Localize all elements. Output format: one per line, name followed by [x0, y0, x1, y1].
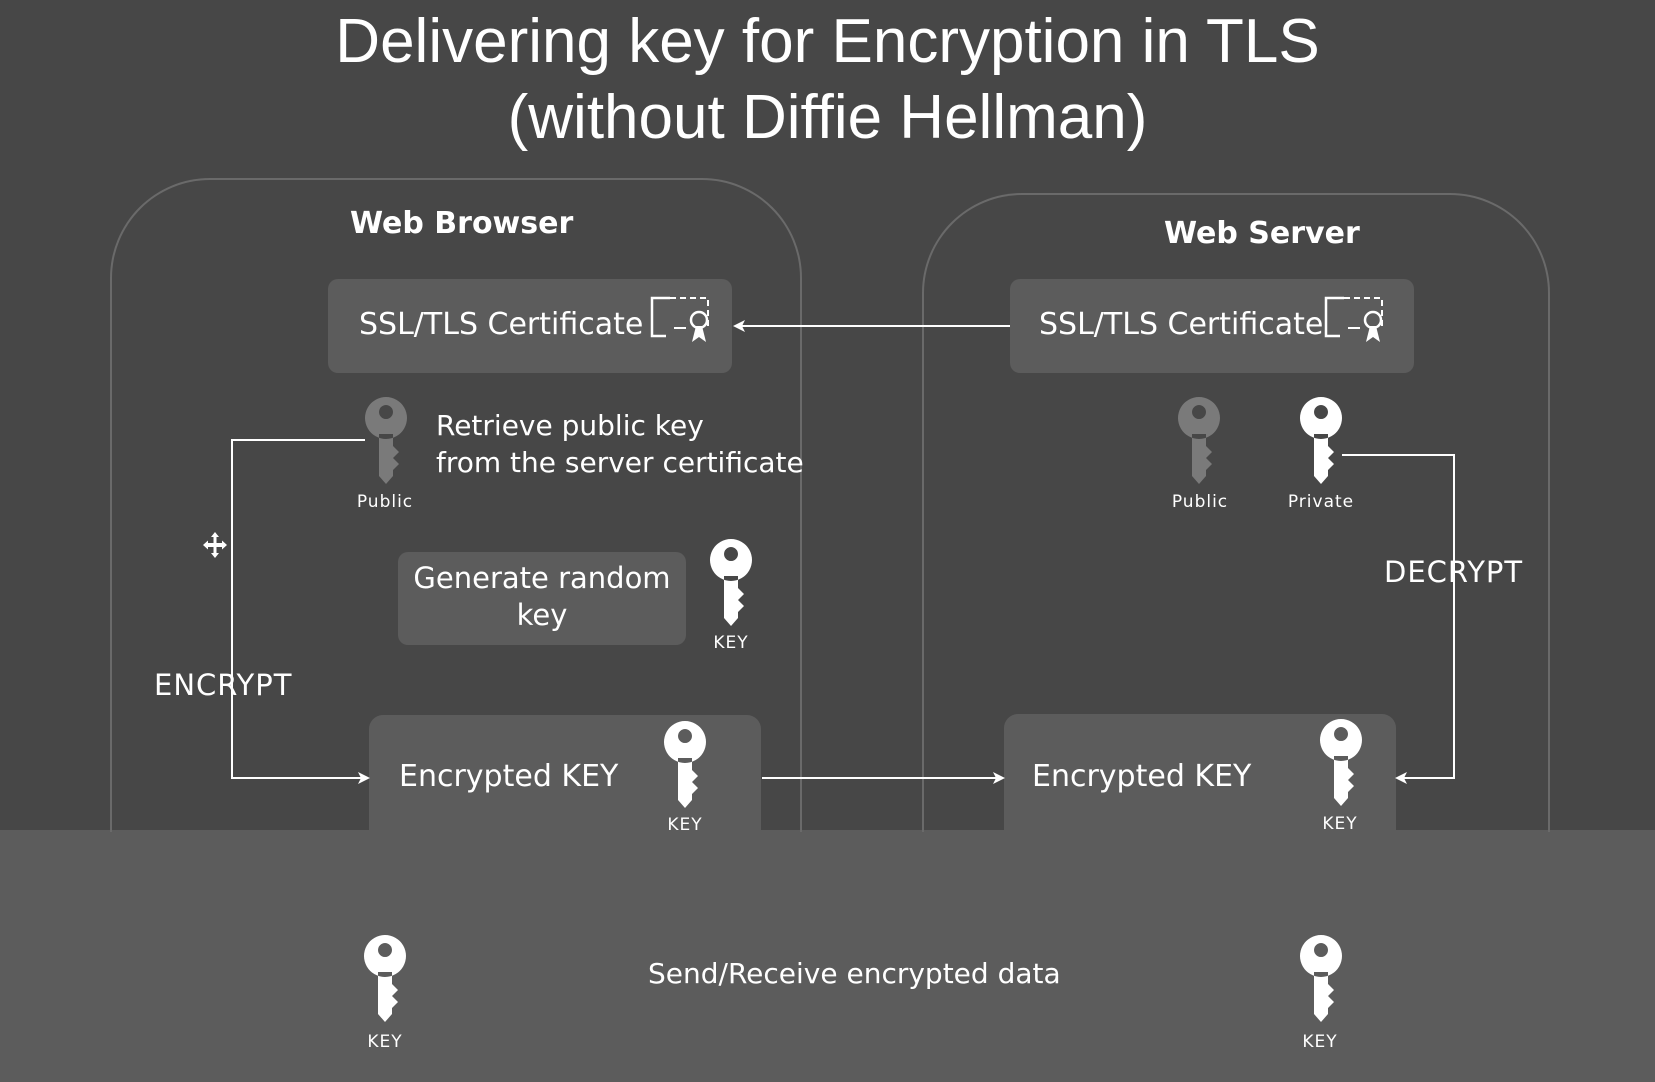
bottom-right-key-caption: KEY [1302, 1032, 1338, 1052]
encrypt-flow-arrow [231, 439, 370, 784]
server-encrypted-key-label: Encrypted KEY [1032, 759, 1252, 794]
browser-encrypted-key-caption: KEY [667, 815, 703, 835]
move-icon[interactable] [202, 530, 228, 560]
browser-certificate-label: SSL/TLS Certificate [359, 307, 644, 342]
send-receive-label: Send/Receive encrypted data [648, 957, 1061, 990]
server-public-key-caption: Public [1171, 492, 1229, 512]
generate-key-label: Generate random key [398, 560, 686, 634]
server-certificate-label: SSL/TLS Certificate [1039, 307, 1324, 342]
title-line-2: (without Diffie Hellman) [507, 83, 1148, 152]
bottom-left-key-caption: KEY [367, 1032, 403, 1052]
server-title: Web Server [1164, 216, 1360, 251]
browser-encrypted-key-label: Encrypted KEY [399, 759, 619, 794]
browser-container[interactable] [110, 178, 802, 832]
retrieve-public-key-note: Retrieve public key from the server cert… [436, 407, 804, 481]
browser-title: Web Browser [350, 206, 574, 241]
generate-key-label-line-2: key [516, 598, 568, 632]
decrypt-flow-arrow [1342, 454, 1455, 784]
generate-key-label-line-1: Generate random [413, 561, 671, 595]
data-exchange-band [0, 830, 1655, 1082]
browser-public-key-caption: Public [356, 492, 414, 512]
retrieve-note-line-2: from the server certificate [436, 446, 804, 479]
server-certificate-box[interactable]: SSL/TLS Certificate [1010, 279, 1414, 373]
diagram-title: Delivering key for Encryption in TLS (wi… [0, 4, 1655, 156]
server-certificate-icon [1324, 296, 1383, 342]
server-private-key-caption: Private [1287, 492, 1355, 512]
title-line-1: Delivering key for Encryption in TLS [335, 7, 1320, 76]
browser-certificate-box[interactable]: SSL/TLS Certificate [328, 279, 732, 373]
server-encrypted-key-caption: KEY [1322, 814, 1358, 834]
server-container[interactable] [922, 193, 1550, 832]
retrieve-note-line-1: Retrieve public key [436, 409, 704, 442]
encrypt-label: ENCRYPT [154, 668, 293, 702]
generated-key-caption: KEY [713, 633, 749, 653]
browser-certificate-icon [650, 296, 709, 342]
generate-key-box[interactable]: Generate random key [398, 552, 686, 645]
